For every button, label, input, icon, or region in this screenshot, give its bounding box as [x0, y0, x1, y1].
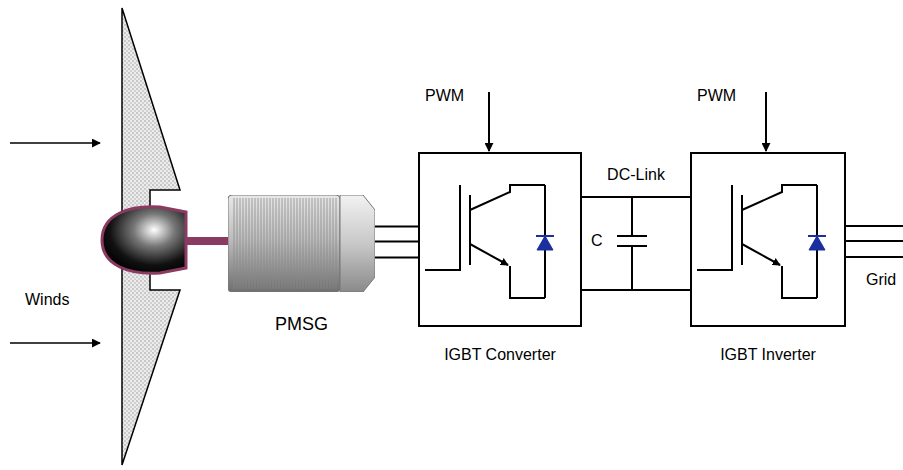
- power-wire: [582, 197, 690, 290]
- drawing-part: [617, 235, 647, 237]
- generator-drawing: [228, 195, 375, 292]
- cooling-fins: [234, 198, 336, 289]
- drawing-part: [631, 246, 633, 290]
- grid-lines: [846, 226, 903, 257]
- wind-arrow: [10, 342, 100, 344]
- output-label: Grid: [866, 270, 896, 290]
- signal-name: PWM: [697, 86, 736, 106]
- igbt-symbol: [697, 185, 826, 298]
- shaft: [183, 237, 230, 245]
- igbt-symbol: [425, 185, 554, 298]
- signal-name: PWM: [425, 86, 464, 106]
- node-label: IGBT Inverter: [672, 345, 864, 365]
- generator-body: [228, 195, 340, 292]
- node-label: PMSG: [208, 314, 395, 334]
- node-label: IGBT Converter: [400, 345, 600, 365]
- input-label: Winds: [25, 290, 69, 310]
- bus-label: DC-Link: [605, 165, 667, 185]
- drawing-part: [631, 197, 633, 236]
- generator: PMSG: [228, 195, 375, 292]
- drawing-part: [846, 256, 903, 258]
- converter-box: IGBT Converter: [418, 152, 582, 327]
- component-label: C: [591, 231, 603, 251]
- drawing-part: [846, 240, 903, 242]
- pwm-arrow: [765, 92, 767, 151]
- capacitor-symbol: [617, 197, 647, 290]
- generator-end-cap: [340, 195, 375, 292]
- pwm-arrow: [488, 92, 490, 151]
- power-wire: [375, 227, 418, 258]
- turbine-hub: [102, 207, 186, 274]
- wind-arrow: [10, 142, 100, 144]
- inverter-box: IGBT Inverter: [690, 152, 846, 327]
- drawing-part: [846, 225, 903, 227]
